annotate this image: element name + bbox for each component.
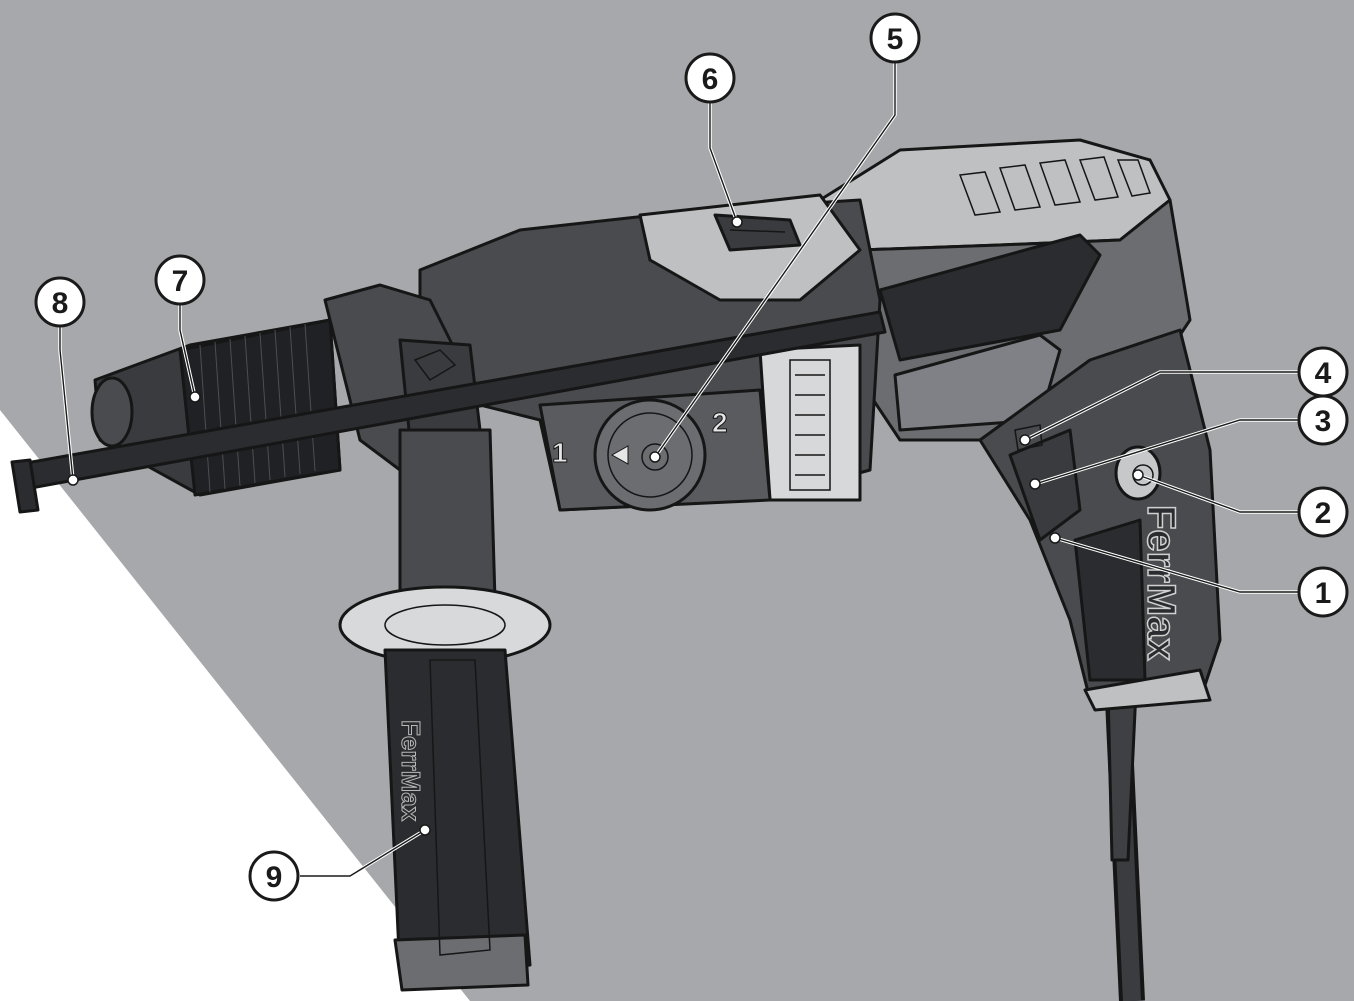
handle-brand-text: FerrMax bbox=[1139, 505, 1183, 661]
speed-wheel bbox=[758, 343, 862, 502]
callout-8-label: 8 bbox=[52, 287, 69, 320]
callout-4: 4 bbox=[1297, 346, 1349, 398]
depth-rod bbox=[10, 310, 887, 514]
callout-4-label: 4 bbox=[1315, 357, 1332, 390]
callout-5-label: 5 bbox=[887, 23, 904, 56]
callout-6: 6 bbox=[684, 52, 736, 104]
callout-3-label: 3 bbox=[1315, 405, 1332, 438]
auxiliary-handle bbox=[338, 428, 552, 992]
callout-9: 9 bbox=[248, 850, 300, 902]
callout-5: 5 bbox=[869, 12, 921, 64]
trigger-switch bbox=[1008, 428, 1082, 542]
callout-1: 1 bbox=[1297, 566, 1349, 618]
grip-brand-text: FerrMax bbox=[396, 720, 426, 822]
dial-label-right: 2 bbox=[712, 407, 728, 438]
mode-selector-dial: 1 2 bbox=[538, 388, 772, 512]
callout-8: 8 bbox=[34, 276, 86, 328]
callout-leaders bbox=[58, 62, 1298, 878]
callout-2-label: 2 bbox=[1315, 497, 1332, 530]
dial-label-left: 1 bbox=[552, 437, 568, 468]
power-cord bbox=[1105, 688, 1145, 1001]
depth-lever bbox=[713, 213, 802, 252]
callout-9-label: 9 bbox=[266, 861, 283, 894]
callout-1-label: 1 bbox=[1315, 577, 1332, 610]
motor-vents bbox=[958, 156, 1152, 216]
callout-2: 2 bbox=[1297, 486, 1349, 538]
direction-switch bbox=[1014, 424, 1043, 451]
callout-6-label: 6 bbox=[702, 63, 719, 96]
callout-7: 7 bbox=[154, 254, 206, 306]
rear-handle: FerrMax bbox=[978, 328, 1222, 712]
callout-3: 3 bbox=[1297, 394, 1349, 446]
callout-7-label: 7 bbox=[172, 265, 189, 298]
vent-mesh bbox=[878, 233, 1102, 362]
